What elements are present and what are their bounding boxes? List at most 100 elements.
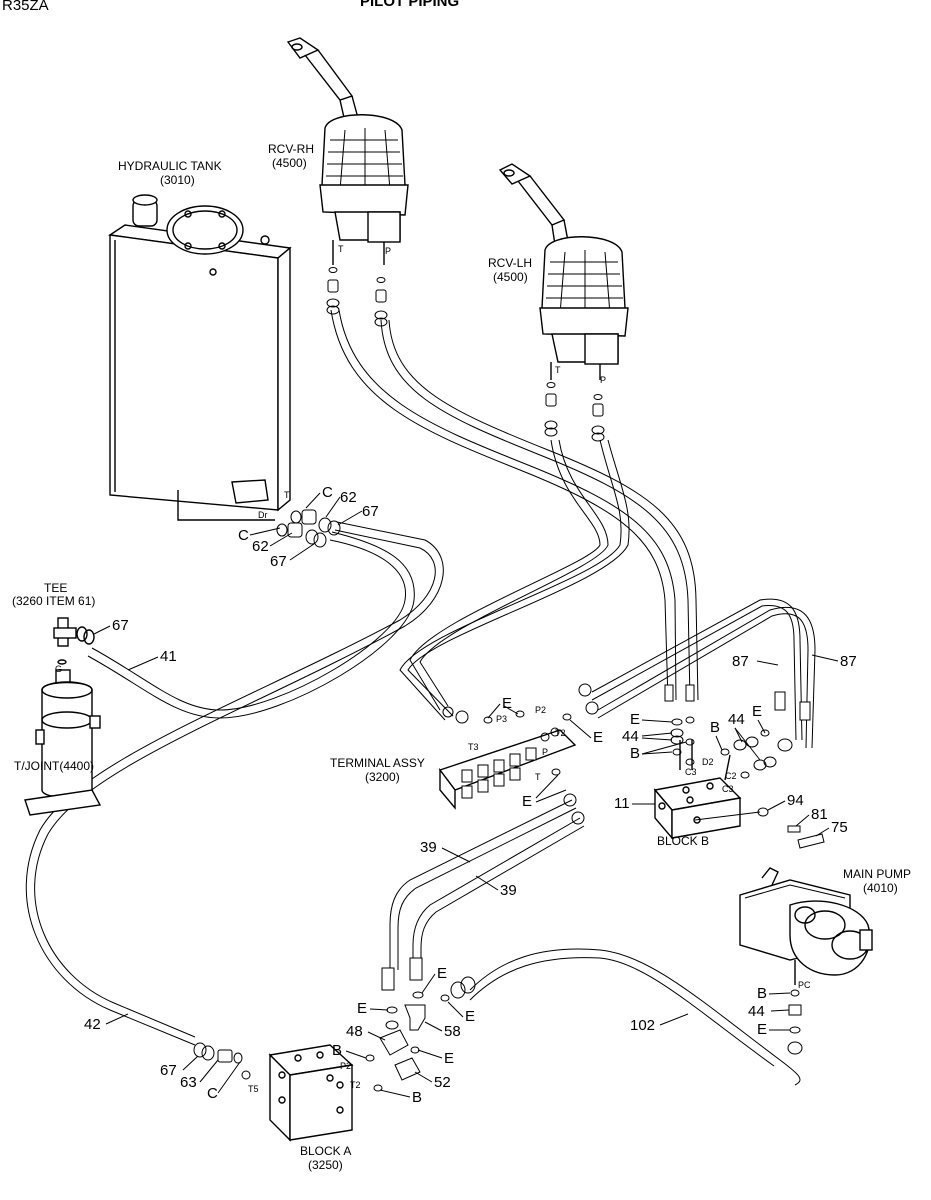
hose-rcv-lh	[399, 439, 630, 721]
callout-e-a2: E	[357, 1000, 367, 1017]
rcv-rh-port-t: T	[338, 244, 344, 254]
callout-b-blkb2: B	[710, 719, 720, 736]
rcv-lh-fittings	[544, 382, 605, 442]
rcv-lh-code: (4500)	[493, 270, 528, 284]
callout-62a: 62	[340, 489, 357, 506]
hose-39	[389, 799, 585, 975]
tank-leader-lines	[249, 492, 363, 561]
callout-c-a: C	[207, 1085, 218, 1102]
rcv-rh-joystick	[286, 37, 409, 265]
blkb-port-d2: D2	[702, 757, 714, 767]
callout-b-a1: B	[332, 1042, 342, 1059]
callout-11: 11	[614, 795, 630, 812]
blockb-leader-lines	[632, 654, 839, 837]
tjoint	[24, 659, 102, 816]
callout-52: 52	[434, 1074, 451, 1091]
rcv-rh-name: RCV-RH	[268, 142, 314, 156]
callout-e-blkb: E	[630, 711, 640, 728]
callout-44-pump: 44	[748, 1003, 765, 1020]
callout-44a: 44	[622, 728, 639, 745]
terminal-leader-lines	[487, 703, 592, 803]
model-label: R35ZA	[2, 0, 49, 14]
callout-87a: 87	[732, 653, 749, 670]
block-a	[268, 1044, 354, 1142]
blkb-port-c3: C3	[685, 767, 697, 777]
page-title: PILOT PIPING	[360, 0, 459, 10]
callout-e-pump: E	[757, 1021, 767, 1038]
rcv-rh-code: (4500)	[272, 156, 307, 170]
main-pump	[739, 867, 873, 985]
callout-e-a3: E	[465, 1008, 475, 1025]
term-port-p3: P3	[496, 714, 507, 724]
pump-port-pc: PC	[798, 980, 811, 990]
hose-87	[591, 598, 816, 749]
callout-41: 41	[160, 648, 177, 665]
blocka-leader-lines	[105, 973, 464, 1098]
term-port-t3: T3	[468, 742, 479, 752]
rcv-lh-name: RCV-LH	[488, 256, 532, 270]
tank-code: (3010)	[160, 173, 195, 187]
main-pump-code: (4010)	[863, 881, 898, 895]
rcv-lh-port-t: T	[555, 365, 561, 375]
callout-75: 75	[831, 819, 848, 836]
callout-39a: 39	[420, 839, 437, 856]
callout-94: 94	[787, 792, 804, 809]
callout-67b: 67	[270, 553, 287, 570]
tee-name: TEE	[44, 581, 67, 595]
callout-63: 63	[180, 1074, 197, 1091]
callout-b-blkb1: B	[630, 745, 640, 762]
callout-e-term1: E	[502, 695, 512, 712]
callout-e-term3: E	[522, 793, 532, 810]
terminal-assy	[438, 683, 599, 825]
blka-port-t2: T2	[350, 1080, 361, 1090]
callout-67a: 67	[362, 503, 379, 520]
hydraulic-tank	[108, 194, 292, 521]
tank-name: HYDRAULIC TANK	[118, 159, 222, 173]
callout-87b: 87	[840, 653, 857, 670]
callout-b-a2: B	[412, 1089, 422, 1106]
tjoint-name: T/JOINT(4400)	[14, 759, 94, 773]
hose-102	[469, 948, 801, 1086]
tank-fittings	[276, 509, 341, 548]
callout-e-a1: E	[437, 965, 447, 982]
term-port-p2: P2	[535, 705, 546, 715]
tank-port-dr: Dr	[258, 510, 268, 520]
callout-62b: 62	[252, 538, 269, 555]
blka-port-t5: T5	[248, 1084, 259, 1094]
callout-39b: 39	[500, 882, 517, 899]
blkb-port-c3b: C3	[722, 784, 734, 794]
callout-c-tank2: C	[238, 527, 249, 544]
callout-42: 42	[84, 1016, 101, 1033]
tank-port-t: T	[284, 490, 290, 500]
callout-81: 81	[811, 806, 828, 823]
block-a-code: (3250)	[308, 1158, 343, 1172]
callout-67c: 67	[160, 1062, 177, 1079]
pipe-41	[87, 531, 415, 719]
block-b	[653, 740, 742, 840]
callout-e-blkb2: E	[752, 703, 762, 720]
term-port-p: P	[542, 747, 548, 757]
term-port-t2: T2	[555, 728, 566, 738]
pipe-42	[25, 521, 444, 1046]
rcv-lh-joystick	[498, 163, 629, 380]
callout-48: 48	[346, 1023, 363, 1040]
callout-44b: 44	[728, 711, 745, 728]
tee-port-g: G	[55, 664, 62, 674]
blkb-port-c2: C2	[725, 771, 737, 781]
hose-rcv-rh	[330, 309, 699, 701]
callout-102: 102	[630, 1017, 655, 1034]
main-pump-name: MAIN PUMP	[843, 867, 911, 881]
tee-fitting	[53, 617, 95, 647]
block-b-label: BLOCK B	[657, 834, 709, 848]
terminal-code: (3200)	[365, 770, 400, 784]
tee-code: (3260 ITEM 61)	[12, 594, 95, 608]
rcv-rh-port-p: P	[385, 246, 391, 256]
rcv-rh-fittings	[326, 267, 388, 327]
pump-fittings	[787, 989, 803, 1055]
term-port-t: T	[535, 772, 541, 782]
block-a-name: BLOCK A	[300, 1144, 351, 1158]
callout-67-tee: 67	[112, 617, 129, 634]
block-a-fittings	[193, 957, 476, 1092]
callout-c-tank1: C	[322, 484, 333, 501]
